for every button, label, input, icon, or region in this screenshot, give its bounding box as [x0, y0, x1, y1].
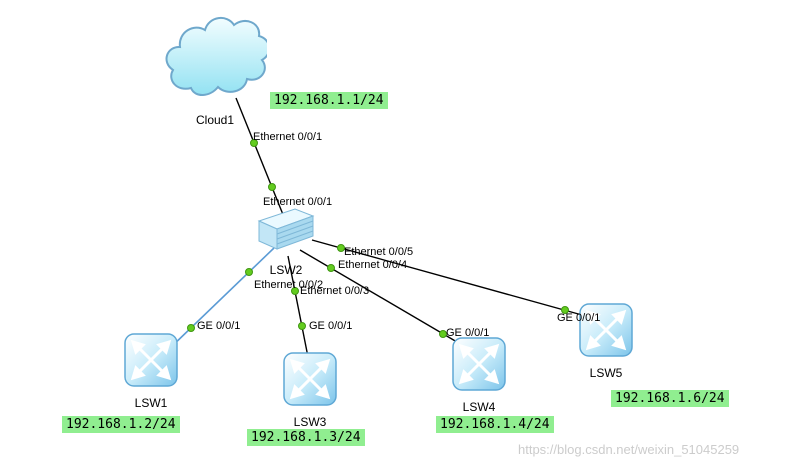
- device-label-lsw3: LSW3: [293, 415, 327, 429]
- device-label-lsw5: LSW5: [589, 366, 623, 380]
- port-status-dot: [337, 244, 345, 252]
- link-cloud1-lsw2[interactable]: [235, 97, 287, 223]
- device-label-lsw4: LSW4: [462, 400, 496, 414]
- switch-icon: [281, 352, 339, 412]
- port-status-dot: [291, 287, 299, 295]
- device-lsw2[interactable]: LSW2: [256, 206, 316, 277]
- port-label-lsw2-eth0-0-5: Ethernet 0/0/5: [344, 246, 414, 258]
- switch-icon: [577, 303, 635, 363]
- switch-3d-icon: [257, 208, 315, 260]
- ip-label-cloud1: 192.168.1.1/24: [270, 92, 388, 109]
- port-status-dot: [250, 139, 258, 147]
- device-label-lsw1: LSW1: [134, 396, 168, 410]
- link-lsw2-lsw1[interactable]: [167, 247, 275, 351]
- ip-label-lsw4: 192.168.1.4/24: [436, 416, 554, 433]
- cloud-icon: [163, 17, 271, 110]
- port-status-dot: [187, 324, 195, 332]
- port-label-cloud1-eth0-0-1: Ethernet 0/0/1: [253, 131, 323, 143]
- port-status-dot: [327, 264, 335, 272]
- ip-label-lsw5: 192.168.1.6/24: [611, 390, 729, 407]
- device-lsw1[interactable]: LSW1: [122, 331, 180, 410]
- port-status-dot: [439, 330, 447, 338]
- port-label-lsw5-ge0-0-1: GE 0/0/1: [557, 312, 601, 324]
- port-label-lsw2-eth0-0-4: Ethernet 0/0/4: [338, 259, 408, 271]
- link-lsw2-lsw5[interactable]: [311, 239, 601, 321]
- port-label-lsw2-eth0-0-3: Ethernet 0/0/3: [300, 285, 370, 297]
- switch-icon: [450, 337, 508, 397]
- device-label-lsw2: LSW2: [269, 263, 303, 277]
- port-status-dot: [245, 268, 253, 276]
- watermark-text: https://blog.csdn.net/weixin_51045259: [518, 442, 740, 457]
- port-label-lsw1-ge0-0-1: GE 0/0/1: [197, 320, 241, 332]
- link-lsw2-lsw3[interactable]: [287, 255, 310, 363]
- port-label-lsw3-ge0-0-1: GE 0/0/1: [309, 320, 353, 332]
- device-label-cloud1: Cloud1: [195, 113, 235, 127]
- ip-label-lsw1: 192.168.1.2/24: [62, 416, 180, 433]
- port-label-lsw4-ge0-0-1: GE 0/0/1: [446, 327, 490, 339]
- port-status-dot: [268, 183, 276, 191]
- port-status-dot: [561, 306, 569, 314]
- device-lsw5[interactable]: LSW5: [577, 301, 635, 380]
- port-status-dot: [298, 322, 306, 330]
- port-label-lsw2-eth0-0-2: Ethernet 0/0/2: [254, 279, 324, 291]
- ip-label-lsw3: 192.168.1.3/24: [247, 429, 365, 446]
- device-lsw3[interactable]: LSW3: [281, 350, 339, 429]
- device-cloud1[interactable]: Cloud1: [163, 10, 271, 127]
- switch-icon: [122, 333, 180, 393]
- device-lsw4[interactable]: LSW4: [450, 335, 508, 414]
- port-label-lsw2-eth0-0-1: Ethernet 0/0/1: [263, 196, 333, 208]
